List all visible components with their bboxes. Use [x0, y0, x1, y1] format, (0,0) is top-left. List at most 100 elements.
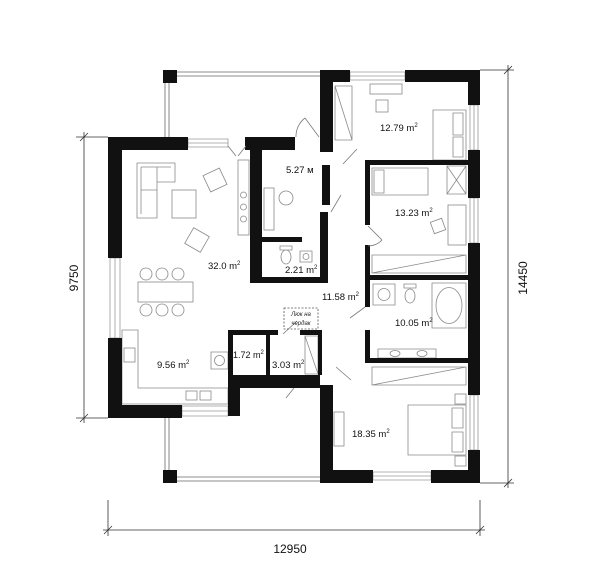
- dresser: [333, 411, 345, 447]
- wall: [245, 137, 262, 150]
- nightstand: [454, 455, 467, 467]
- room-area-sup: 2: [237, 261, 241, 267]
- room-area-label: 5.27 м: [286, 165, 314, 176]
- wall: [320, 212, 328, 283]
- room-area-value: 13.23 m: [395, 208, 429, 219]
- walls: [108, 70, 480, 483]
- room-area-sup: 2: [314, 265, 318, 271]
- wall: [322, 165, 330, 205]
- room-area-sup: 2: [356, 292, 360, 298]
- room-area-value: 32.0 m: [208, 261, 237, 272]
- kitchen-column-cabinet: [237, 159, 250, 236]
- door-swing: [285, 387, 295, 399]
- wall: [300, 330, 322, 335]
- right-dimension-line: [480, 65, 514, 488]
- attic-hatch-outline: [283, 307, 319, 330]
- wall: [468, 243, 480, 395]
- room-area-label: 9.56 m2: [157, 360, 190, 371]
- room-area-value: 12.79 m: [380, 123, 414, 134]
- dimensions: 9750 14450 12950: [67, 65, 530, 556]
- lower-terrace: [163, 418, 320, 483]
- terrace-edge: [177, 71, 320, 77]
- room-area-label: 32.0 m2: [208, 261, 241, 272]
- right-dimension-label: 14450: [516, 261, 530, 295]
- wall: [333, 470, 373, 483]
- bathtub: [431, 282, 467, 329]
- room-area-sup: 2: [301, 360, 305, 366]
- wardrobe: [334, 85, 353, 141]
- wall: [365, 358, 468, 363]
- door-swing: [349, 306, 366, 319]
- terrace-edge: [164, 418, 170, 470]
- room-area-sup: 2: [261, 350, 265, 356]
- wall: [250, 277, 328, 283]
- door-swing: [330, 194, 342, 213]
- window: [349, 71, 406, 81]
- attic-hatch: Люк на чердак: [283, 307, 319, 330]
- wall: [405, 70, 480, 82]
- armchair: [202, 167, 228, 193]
- desk: [369, 83, 403, 95]
- wall: [108, 150, 122, 258]
- wall: [468, 82, 480, 105]
- window: [187, 138, 229, 148]
- upper-terrace: [163, 70, 320, 137]
- double-vanity: [377, 348, 437, 359]
- wall: [365, 165, 370, 225]
- window-sink: [199, 390, 212, 401]
- wall: [320, 385, 333, 483]
- wall: [468, 450, 480, 483]
- wall: [365, 330, 370, 363]
- room-area-value: 18.35 m: [352, 429, 386, 440]
- kitchen-sink: [123, 347, 136, 363]
- washbasin: [372, 283, 396, 306]
- wardrobe: [371, 366, 467, 386]
- utility-cabinet: [263, 187, 275, 231]
- wall: [320, 70, 333, 152]
- wall: [318, 335, 322, 375]
- room-area-value: 10.05 m: [395, 318, 429, 329]
- room-area-label: 10.05 m2: [395, 318, 433, 329]
- desk-chair: [375, 99, 389, 113]
- washing-machine: [278, 190, 294, 206]
- desk-chair: [429, 217, 447, 235]
- desk: [447, 204, 467, 246]
- door-swing: [342, 148, 358, 165]
- armchair: [184, 227, 210, 253]
- room-area-label: 1.72 m2: [233, 350, 265, 360]
- wall: [108, 338, 122, 418]
- wall: [468, 150, 480, 198]
- window-sink: [185, 390, 198, 401]
- wall: [365, 160, 468, 165]
- cooktop-burners: [240, 191, 247, 223]
- room-area-sup: 2: [186, 360, 190, 366]
- toilet: [279, 245, 293, 265]
- wardrobe: [304, 335, 319, 375]
- door-swing: [282, 320, 298, 335]
- dining-table: [137, 281, 194, 303]
- window: [469, 104, 479, 151]
- room-area-sup: 2: [414, 123, 418, 129]
- attic-hatch-label: Люк на: [290, 312, 311, 318]
- wall: [262, 137, 295, 150]
- attic-hatch-label: чердак: [291, 321, 311, 327]
- room-area-label: 11.58 m2: [322, 292, 360, 303]
- nightstand: [446, 165, 467, 195]
- room-area-sup: 2: [429, 318, 433, 324]
- room-area-value: 9.56 m: [157, 360, 186, 371]
- window: [109, 257, 121, 339]
- kitchen-appliance: [210, 351, 229, 370]
- room-area-value: 11.58 m: [322, 292, 356, 303]
- wall: [108, 137, 188, 150]
- window: [372, 471, 432, 481]
- wall: [108, 405, 182, 418]
- terrace-door-swing: [227, 145, 247, 157]
- nightstand: [454, 393, 467, 405]
- washbasin: [299, 250, 313, 263]
- window: [469, 197, 479, 244]
- wall: [228, 375, 320, 388]
- wall: [262, 237, 302, 242]
- wall: [228, 330, 278, 335]
- room-area-value: 2.21 m: [285, 265, 314, 276]
- bottom-dimension-line: [103, 500, 485, 536]
